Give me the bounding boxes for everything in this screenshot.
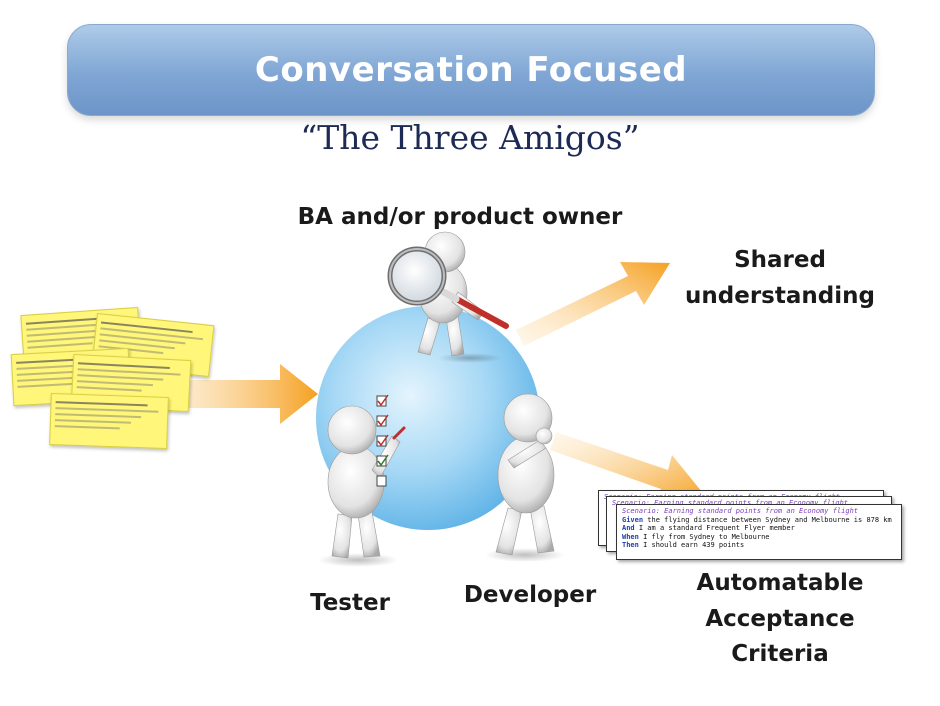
auto-label-line-3: Criteria (731, 641, 829, 668)
tester-label: Tester (310, 590, 390, 616)
header-title: Conversation Focused (254, 50, 688, 90)
arrow-into-sphere (150, 364, 318, 424)
scenario-and: And I am a standard Frequent Flyer membe… (622, 524, 795, 532)
story-note (49, 392, 169, 450)
scenario-given: Given the flying distance between Sydney… (622, 515, 892, 524)
shared-label-line-1: Shared (734, 247, 826, 273)
ba-figure (387, 231, 509, 363)
scenario-then: Then I should earn 439 points (622, 541, 745, 549)
developer-label: Developer (463, 582, 597, 608)
tester-figure (318, 405, 406, 567)
subtitle: “The Three Amigos” (300, 118, 640, 157)
story-notes (8, 305, 215, 450)
acceptance-criteria-label: Automatable Acceptance Criteria (650, 566, 910, 673)
scenario-title: Scenario: Earning standard points from a… (622, 507, 859, 515)
scenario-card-middle-title: Scenario: Earning standard points from a… (612, 499, 849, 507)
shared-label-line-2: understanding (685, 282, 875, 309)
scenario-when: When I fly from Sydney to Melbourne (622, 532, 770, 541)
scenario-cards: Scenario: Earning standard points from a… (598, 490, 908, 566)
developer-figure (485, 393, 565, 562)
arrow-to-shared-understanding (516, 262, 670, 346)
ba-product-owner-label: BA and/or product owner (297, 204, 623, 230)
shared-understanding-label: Shared understanding (660, 243, 900, 314)
scenario-card-front: Scenario: Earning standard points from a… (616, 504, 902, 560)
arrow-to-acceptance-criteria (550, 432, 702, 504)
checklist (376, 394, 389, 487)
header-banner: Conversation Focused (67, 24, 875, 116)
auto-label-line-1: Automatable (696, 570, 864, 596)
auto-label-line-2: Acceptance (705, 605, 855, 632)
